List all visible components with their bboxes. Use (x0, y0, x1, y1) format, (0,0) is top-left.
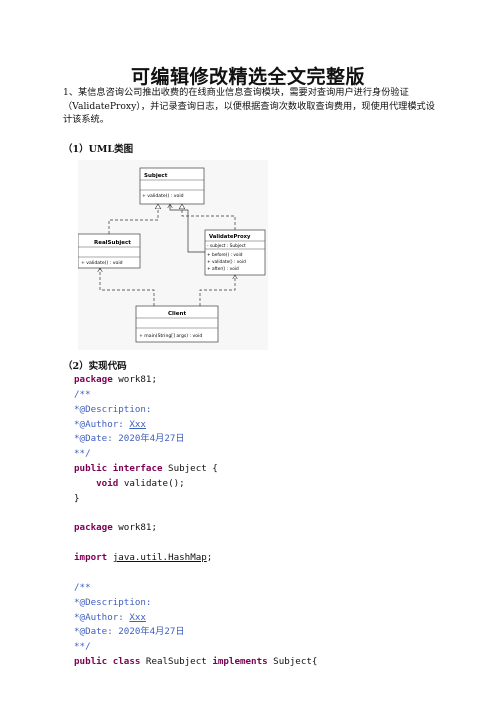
uml-class-diagram: Subject + validate() : void RealSubject … (78, 160, 268, 350)
uml-class-subject: Subject + validate() : void (139, 167, 205, 205)
author-name: Xxx (129, 611, 146, 623)
proxy-name: ValidateProxy (209, 234, 251, 240)
code-listing: package work81; /** *@Description: *@Aut… (74, 374, 318, 668)
comment: *@Date: 2020 (74, 433, 141, 445)
comment: *@Date: 2020 (74, 626, 141, 638)
client-depends-realsubject (100, 268, 155, 306)
proxy-method-after: + after() : void (207, 266, 239, 272)
subject-method: + validate() : void (142, 193, 184, 199)
code-text: Subject{ (267, 656, 318, 668)
comment: *@Author: (74, 418, 130, 430)
import-path: java.util.HashMap (112, 552, 207, 564)
client-depends-proxy (199, 275, 235, 306)
kw: public class (74, 656, 141, 668)
intro-paragraph: 1、某信息咨询公司推出收费的在线商业信息查询模块，需要对查询用户进行身份验证（V… (63, 87, 435, 125)
code-text: validate(); (118, 477, 185, 489)
section-uml-heading: （1）UML类图 (63, 144, 134, 155)
proxy-associates-realsubject (170, 204, 205, 253)
kw: import (74, 552, 108, 564)
kw: package (74, 374, 113, 385)
kw: package (74, 522, 113, 534)
code-text: Subject { (162, 463, 218, 475)
comment: *@Description: (74, 596, 152, 608)
subject-name: Subject (144, 173, 168, 179)
code-text: } (74, 492, 80, 504)
kw: void (96, 477, 119, 489)
code-text: RealSubject (140, 656, 213, 668)
uml-class-validateproxy: ValidateProxy - subject : Subject + befo… (204, 229, 266, 276)
comment: /** (74, 388, 91, 400)
comment: **/ (74, 641, 91, 653)
proxy-attr: - subject : Subject (207, 243, 246, 249)
comment: /** (74, 581, 91, 593)
client-name: Client (168, 311, 186, 317)
realsubject-name: RealSubject (94, 240, 131, 246)
code-text: work81; (112, 522, 157, 534)
kw: implements (212, 656, 268, 668)
kw: public interface (74, 463, 163, 475)
realsubject-method: + validate() : void (81, 260, 123, 266)
realsubject-implements-subject (108, 204, 158, 234)
uml-class-realsubject: RealSubject + validate() : void (78, 233, 141, 269)
section-code-heading: （2）实现代码 (63, 361, 127, 372)
comment: *@Description: (74, 403, 152, 415)
code-text: work81; (112, 374, 157, 385)
author-name: Xxx (129, 418, 146, 430)
comment: *@Author: (74, 611, 130, 623)
client-method: + main(String[] args) : void (139, 333, 202, 339)
proxy-method-before: + before() : void (207, 252, 243, 258)
comment: **/ (74, 448, 91, 460)
proxy-method-validate: + validate() : void (207, 259, 246, 265)
document-title: 可编辑修改精选全文完整版 (130, 66, 365, 88)
uml-class-client: Client + main(String[] args) : void (135, 305, 219, 343)
